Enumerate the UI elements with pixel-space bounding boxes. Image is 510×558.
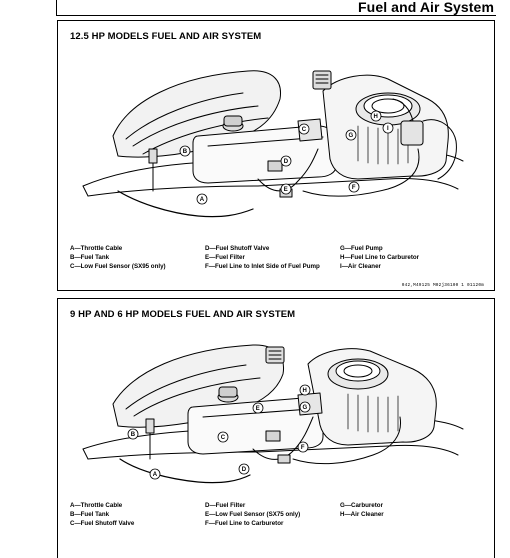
fuel-system-illustration-12-5hp: A B C D E F G H I <box>82 70 464 218</box>
legend-item: I—Air Cleaner <box>340 262 381 270</box>
callout-C: C <box>221 435 226 441</box>
legend-item: E—Fuel Filter <box>205 253 245 261</box>
callout-G: G <box>349 133 354 139</box>
callout-I: I <box>387 126 389 132</box>
header-rule <box>56 0 496 16</box>
legend-item: F—Fuel Line to Inlet Side of Fuel Pump <box>205 262 320 270</box>
callout-G: G <box>303 405 308 411</box>
fuel-system-illustration-9hp-6hp: A B C D E F G H <box>82 344 464 484</box>
legend-item: G—Fuel Pump <box>340 245 383 252</box>
reference-code: 042,M49125 M02j36100 1 01120m <box>401 283 484 288</box>
callout-E: E <box>256 406 260 412</box>
legend-item: D—Fuel Shutoff Valve <box>205 245 270 252</box>
callout-F: F <box>301 445 305 451</box>
callout-H: H <box>303 388 307 394</box>
legend-item: C—Fuel Shutoff Valve <box>70 519 135 527</box>
callout-B: B <box>131 432 136 438</box>
callout-labels-9hp-6hp: A B C D E F G H <box>127 384 311 480</box>
callout-C: C <box>302 127 307 133</box>
panel-title: 12.5 HP MODELS FUEL AND AIR SYSTEM <box>70 31 262 42</box>
callout-A: A <box>153 472 158 478</box>
legend-item: H—Air Cleaner <box>340 510 384 518</box>
legend-item: H—Fuel Line to Carburetor <box>340 253 420 261</box>
callout-B: B <box>183 149 188 155</box>
legend-item: B—Fuel Tank <box>70 510 110 518</box>
legend-item: A—Throttle Cable <box>70 502 123 509</box>
page-title: Fuel and Air System <box>358 0 494 15</box>
legend-item: G—Carburetor <box>340 502 383 509</box>
callout-F: F <box>352 185 356 191</box>
legend-item: D—Fuel Filter <box>205 502 246 509</box>
callout-H: H <box>374 114 378 120</box>
legend-item: C—Low Fuel Sensor (SX95 only) <box>70 262 166 270</box>
callout-A: A <box>200 197 205 203</box>
callout-D: D <box>284 159 289 165</box>
callout-E: E <box>284 187 288 193</box>
legend-item: B—Fuel Tank <box>70 253 110 261</box>
callout-D: D <box>242 467 247 473</box>
panel-12-5hp: 12.5 HP MODELS FUEL AND AIR SYSTEM <box>57 20 495 291</box>
legend-item: E—Low Fuel Sensor (SX75 only) <box>205 510 301 518</box>
panel-title: 9 HP AND 6 HP MODELS FUEL AND AIR SYSTEM <box>70 309 296 320</box>
legend-item: A—Throttle Cable <box>70 245 123 252</box>
legend-item: F—Fuel Line to Carburetor <box>205 519 284 527</box>
callout-labels-12-5hp: A B C D E F G H I <box>179 110 394 205</box>
panel-9hp-6hp: 9 HP AND 6 HP MODELS FUEL AND AIR SYSTEM <box>57 298 495 558</box>
